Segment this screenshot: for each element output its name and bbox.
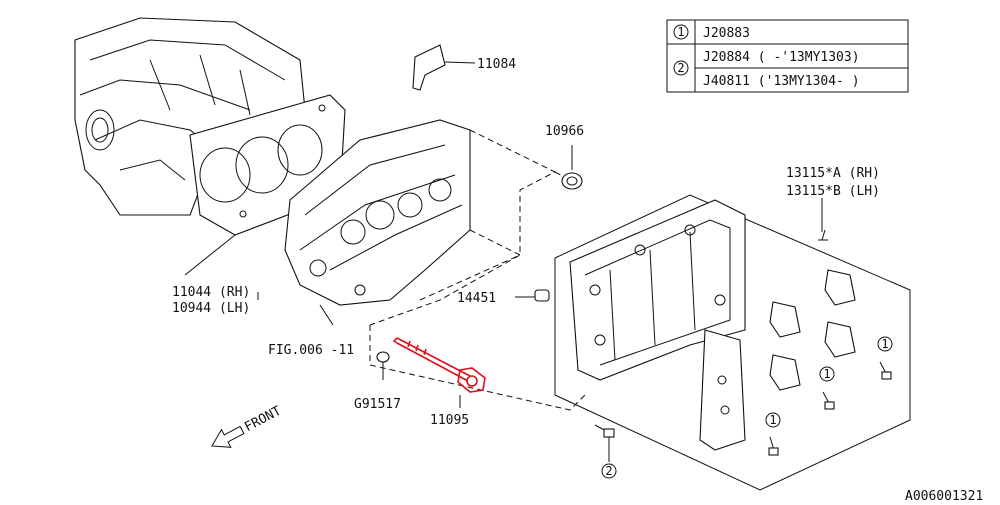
bolt-marker2: [594, 424, 615, 462]
front-label: FRONT: [242, 403, 284, 435]
label-11084: 11084: [477, 57, 516, 72]
label-10944: 10944 (LH): [172, 301, 250, 316]
front-direction-arrow: FRONT: [211, 403, 284, 448]
head-bolt-11095-highlight: [392, 337, 486, 408]
bearing-cap-3: [769, 301, 801, 338]
label-14451: 14451: [457, 291, 496, 306]
bearing-cap-1: [824, 269, 856, 306]
legend-table: 1 2 J20883 J20884 ( -'13MY1303) J40811 (…: [666, 19, 909, 93]
label-13115b: 13115*B (LH): [786, 184, 880, 199]
legend-marker-1: [673, 24, 689, 40]
bearing-cap-4: [769, 354, 801, 391]
label-10966: 10966: [545, 124, 584, 139]
marker-1-c: 1: [765, 412, 781, 428]
svg-text:2: 2: [605, 464, 612, 478]
legend-marker-2: [673, 60, 689, 76]
svg-text:1: 1: [881, 337, 888, 351]
legend-marker-2-text: 2: [677, 61, 684, 75]
bracket-11084: [412, 44, 446, 91]
legend-marker-1-text: 1: [677, 25, 684, 39]
seal-10966-drawing: [561, 145, 583, 190]
plug-14451-drawing: [515, 289, 550, 302]
bolt-marker1-c: [768, 436, 779, 456]
label-g91517: G91517: [354, 397, 401, 412]
marker-2: 2: [601, 463, 617, 479]
engine-block-drawing: [74, 17, 306, 216]
camshaft-carrier-drawing: [554, 194, 911, 491]
marker-1-a: 1: [877, 336, 893, 352]
bearing-cap-2: [824, 321, 856, 358]
leader-lines: [257, 198, 823, 300]
bolt-marker1-b: [822, 391, 835, 410]
diagram-code: A006001321: [905, 489, 983, 504]
legend-row-1: J20883: [703, 26, 750, 41]
legend-row-2: J20884 ( -'13MY1303): [703, 50, 860, 65]
legend-row-3: J40811 ('13MY1304- ): [703, 74, 860, 89]
bolt-marker1-a: [879, 361, 892, 380]
label-13115a: 13115*A (RH): [786, 166, 880, 181]
label-11095: 11095: [430, 413, 469, 428]
svg-text:1: 1: [823, 367, 830, 381]
label-fig-ref: FIG.006 -11: [268, 343, 354, 358]
o-ring-g91517-drawing: [376, 351, 390, 380]
marker-1-b: 1: [819, 366, 835, 382]
cylinder-head-drawing: [284, 44, 476, 326]
svg-text:1: 1: [769, 413, 776, 427]
label-11044: 11044 (RH): [172, 285, 250, 300]
